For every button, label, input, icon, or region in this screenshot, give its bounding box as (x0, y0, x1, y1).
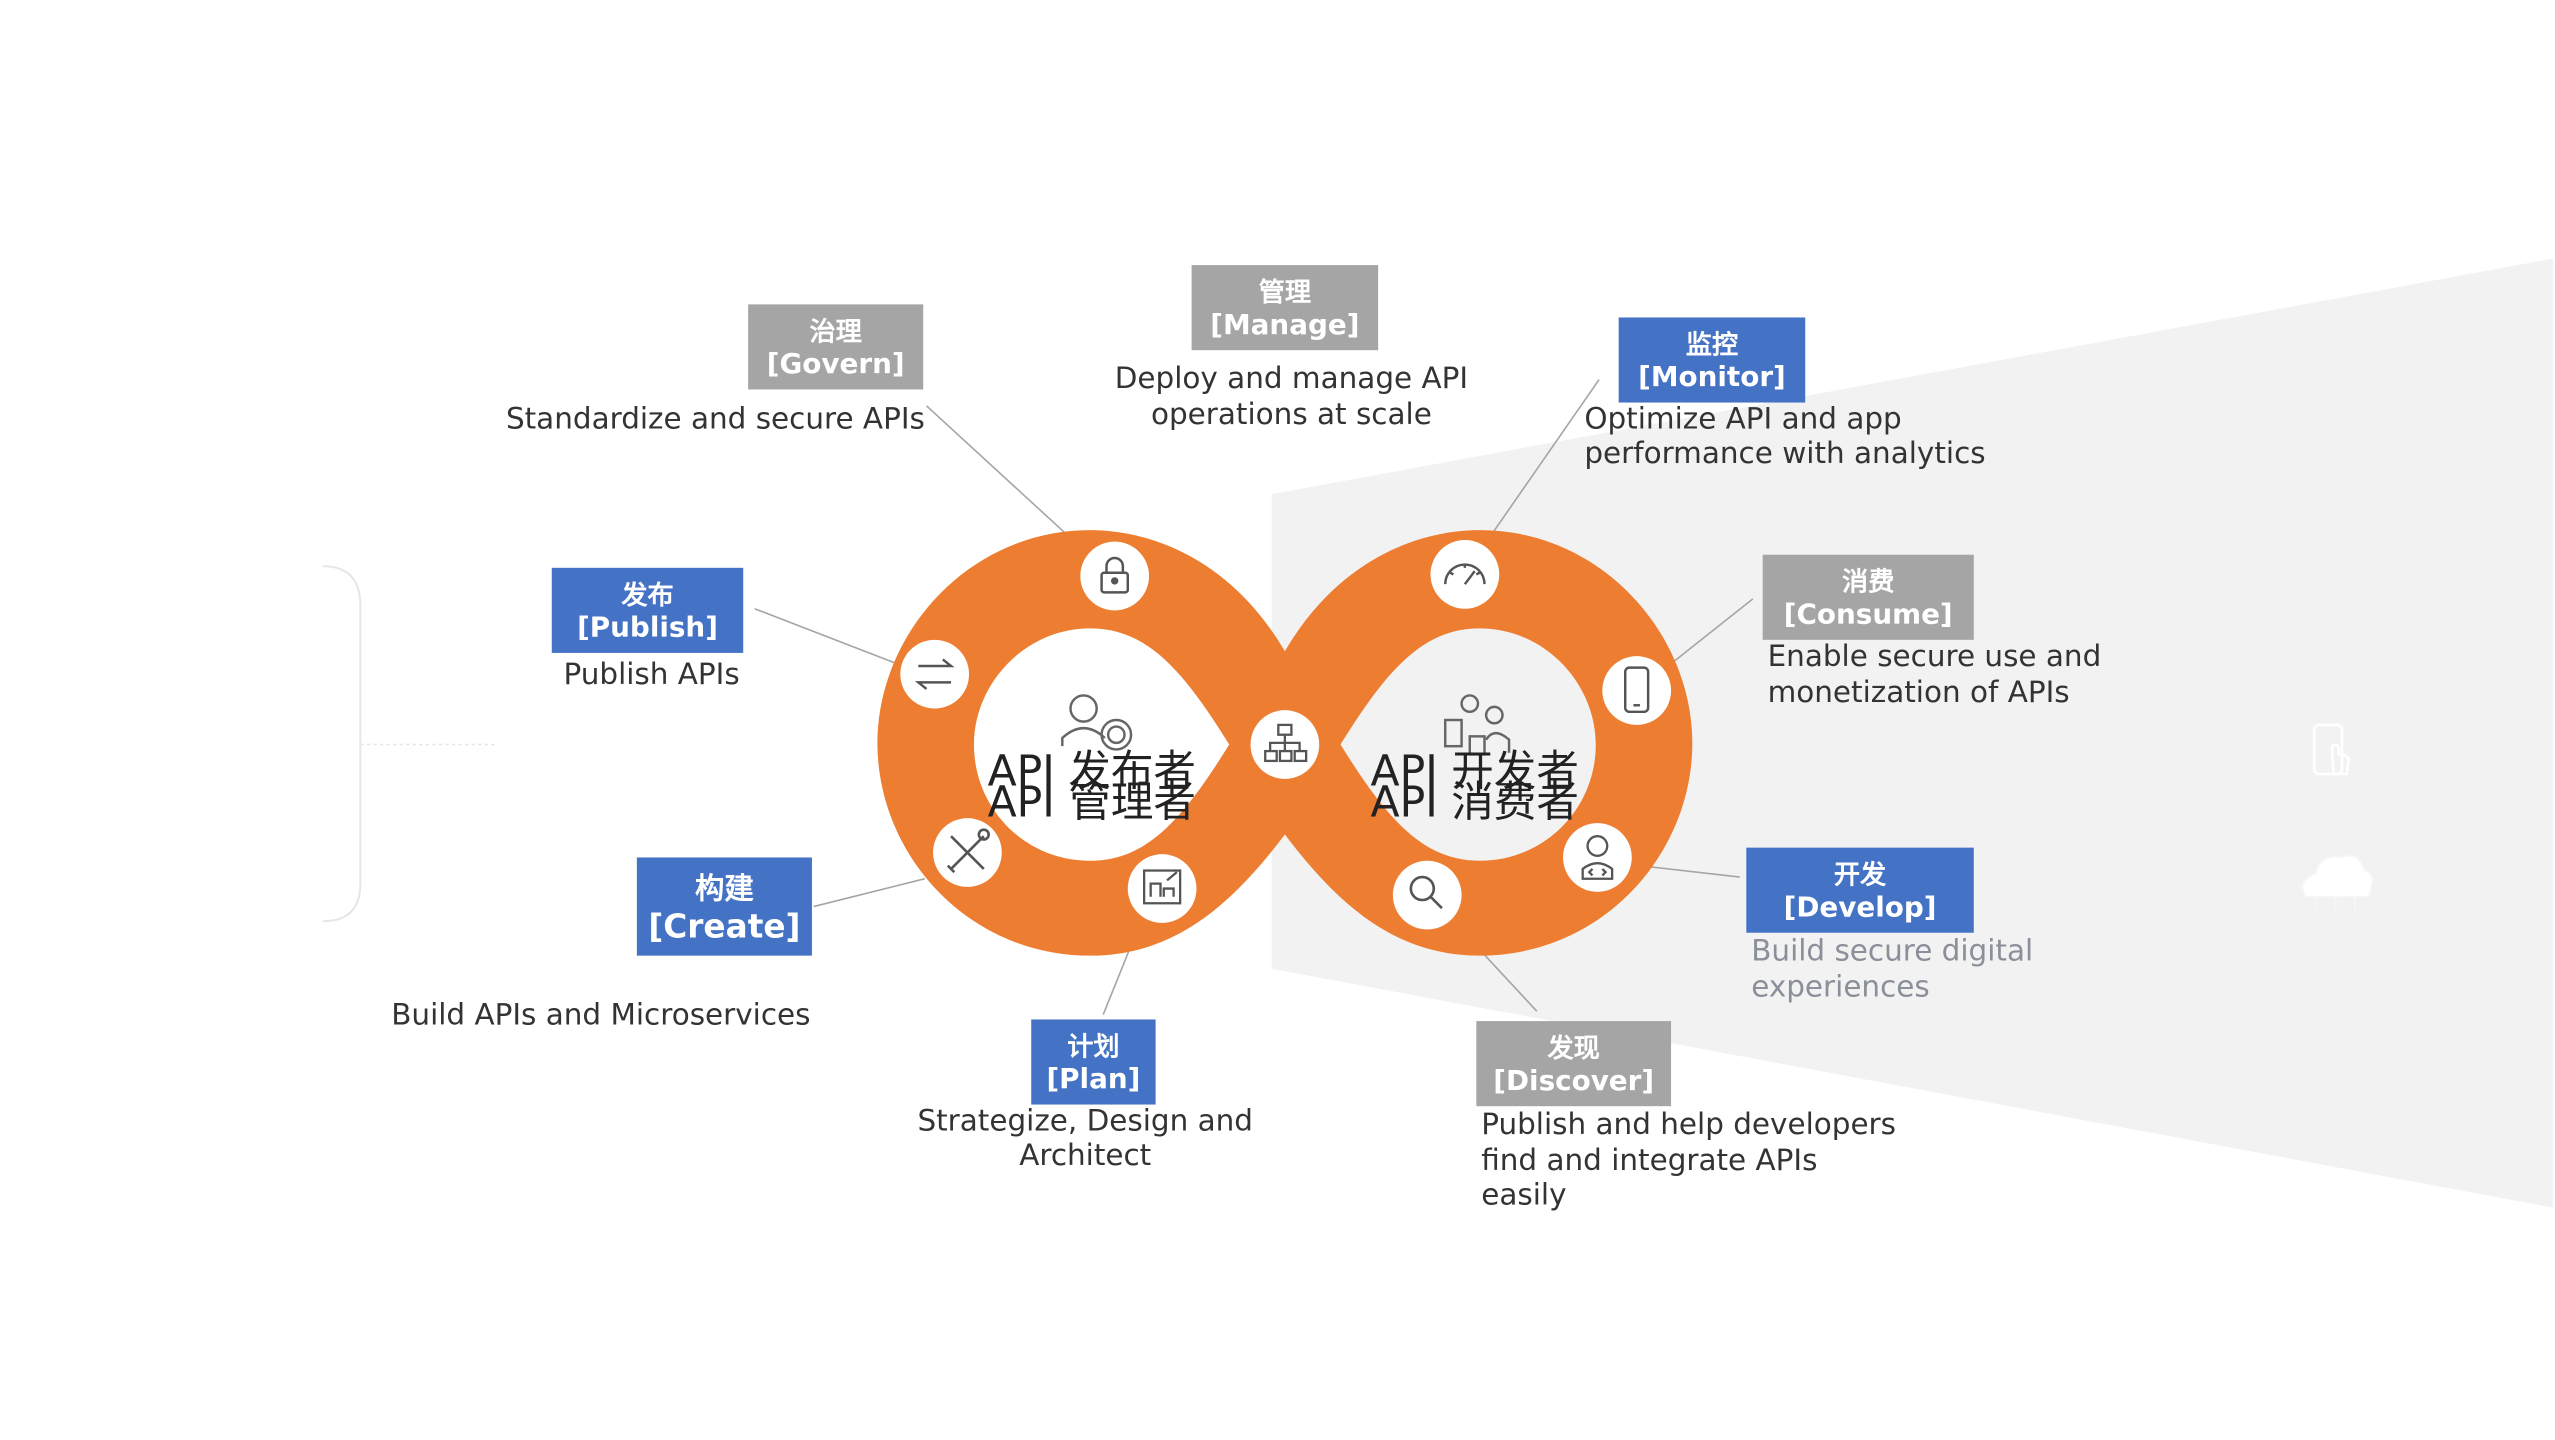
tag-govern: 治理 [Govern] (748, 304, 924, 390)
tag-consume-cn: 消费 (1842, 568, 1894, 598)
user-api-gear-icon (1061, 694, 1133, 751)
center-left-line2: API 管理者 (988, 779, 1196, 828)
stage-icon-discover (1392, 860, 1462, 930)
tag-publish-cn: 发布 (620, 580, 673, 611)
magnifier-icon (1409, 875, 1443, 910)
desc-consume-2: monetization of APIs (1768, 675, 2070, 709)
desc-develop-1: Build secure digital (1751, 934, 2033, 968)
stage-icon-govern (1080, 541, 1150, 611)
desc-discover-1: Publish and help developers (1481, 1107, 1896, 1141)
tag-develop-cn: 开发 (1834, 860, 1887, 891)
tag-create-cn: 构建 (695, 871, 754, 905)
tag-create-en: [Create] (648, 908, 800, 946)
center-right-line2: API 消费者 (1370, 779, 1578, 828)
smartphone-icon (1624, 666, 1650, 714)
desc-manage-1: Deploy and manage API (1115, 361, 1468, 395)
desc-discover-2: find and integrate APIs (1481, 1143, 1817, 1177)
tag-plan-cn: 计划 (1067, 1032, 1119, 1062)
left-bracket-decoration (322, 565, 362, 923)
tag-create: 构建 [Create] (636, 857, 812, 956)
desc-monitor-2: performance with analytics (1584, 436, 1985, 470)
tools-icon (946, 828, 990, 874)
stage-icon-publish (900, 639, 970, 709)
center-left-icon (1061, 694, 1133, 751)
tag-discover-en: [Discover] (1493, 1064, 1654, 1097)
stage-icon-hub (1250, 710, 1320, 779)
desc-monitor-1: Optimize API and app (1584, 402, 1901, 436)
stage-icon-monitor (1430, 540, 1500, 609)
tag-monitor-en: [Monitor] (1638, 360, 1786, 393)
stage-icon-develop (1563, 823, 1632, 892)
center-right-icon (1444, 694, 1511, 756)
desc-plan-2: Architect (1019, 1138, 1151, 1172)
tag-manage-en: [Manage] (1210, 308, 1359, 341)
stage-icon-consume (1602, 656, 1672, 725)
lock-icon (1100, 556, 1129, 594)
tag-consume: 消费 [Consume] (1762, 554, 1974, 640)
right-background-panel (1271, 258, 2554, 1208)
stage-icon-plan (1127, 854, 1197, 923)
tag-govern-en: [Govern] (767, 347, 905, 380)
tag-monitor-cn: 监控 (1686, 330, 1738, 360)
tag-manage-cn: 管理 (1259, 278, 1311, 308)
tag-discover: 发现 [Discover] (1476, 1021, 1672, 1107)
hierarchy-icon (1264, 723, 1308, 763)
tag-publish: 发布 [Publish] (551, 567, 744, 653)
touch-phone-icon (2312, 723, 2350, 776)
center-left-line1: API 发布者 (988, 747, 1196, 796)
tag-discover-cn: 发现 (1547, 1033, 1600, 1064)
cloud-network-icon (2301, 855, 2374, 910)
desc-plan-1: Strategize, Design and (917, 1104, 1253, 1138)
gauge-icon (1444, 563, 1486, 585)
desc-manage-2: operations at scale (1151, 397, 1432, 431)
tag-plan-en: [Plan] (1046, 1062, 1140, 1095)
developers-devices-icon (1444, 694, 1511, 756)
center-right-line1: API 开发者 (1370, 747, 1578, 796)
tag-publish-en: [Publish] (577, 611, 718, 644)
tag-plan: 计划 [Plan] (1031, 1019, 1156, 1105)
desc-publish-1: Publish APIs (563, 657, 739, 691)
stage-icon-create (933, 818, 1002, 887)
tag-monitor: 监控 [Monitor] (1618, 317, 1806, 403)
tag-consume-en: [Consume] (1784, 597, 1953, 630)
desc-create-1: Build APIs and Microservices (391, 997, 810, 1031)
developer-laptop-icon (1581, 835, 1614, 880)
desc-consume-1: Enable secure use and (1768, 639, 2102, 673)
desc-govern-1: Standardize and secure APIs (506, 402, 925, 436)
desc-discover-3: easily (1481, 1177, 1566, 1211)
tag-develop: 开发 [Develop] (1746, 847, 1974, 933)
arrows-exchange-icon (914, 658, 955, 690)
desc-develop-2: experiences (1751, 970, 1930, 1004)
tag-govern-cn: 治理 (810, 317, 862, 347)
blueprint-icon (1142, 869, 1182, 905)
tag-manage: 管理 [Manage] (1191, 265, 1379, 351)
tag-develop-en: [Develop] (1784, 890, 1937, 923)
